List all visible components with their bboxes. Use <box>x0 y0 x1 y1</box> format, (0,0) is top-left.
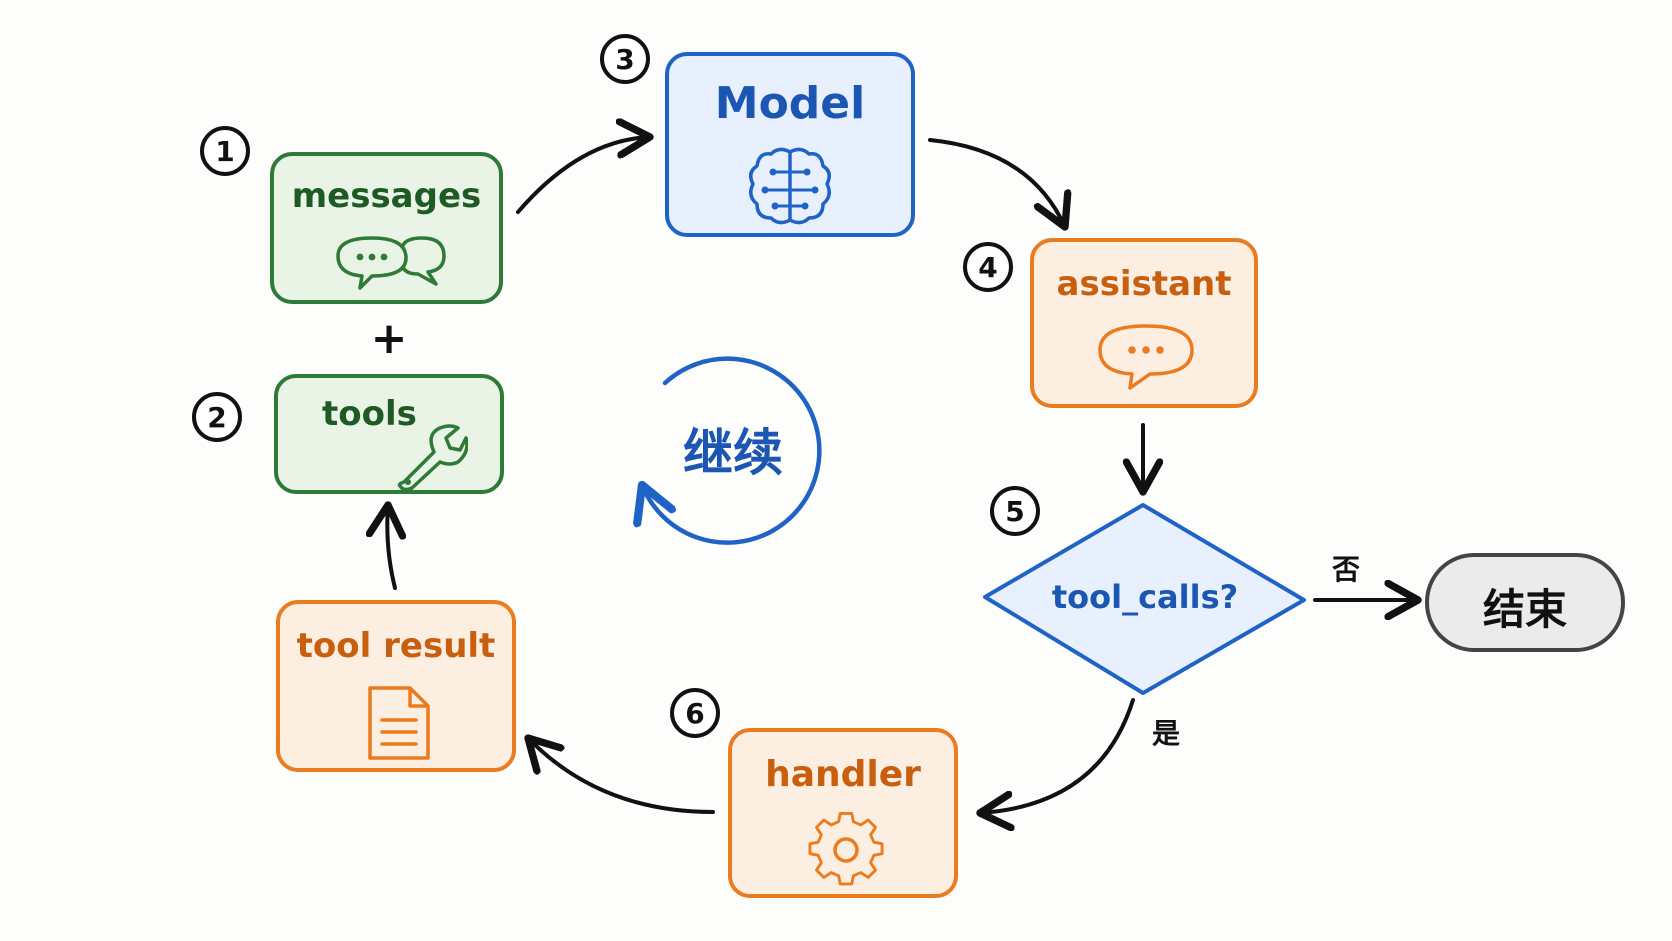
brain-icon <box>745 144 835 228</box>
messages-label: messages <box>291 176 482 216</box>
step-number-2: 2 <box>192 392 242 442</box>
gear-icon <box>804 808 888 892</box>
step-number-1: 1 <box>200 126 250 176</box>
step-number-3: 3 <box>600 34 650 84</box>
messages-node: messages <box>270 152 503 304</box>
model-label: Model <box>714 78 866 129</box>
tools-node: tools <box>274 374 504 494</box>
plus-sign: + <box>370 313 408 364</box>
end-terminal <box>1425 553 1625 652</box>
end-label: 结束 <box>1482 585 1567 634</box>
tools-label: tools <box>322 394 417 434</box>
step-number-4: 4 <box>963 242 1013 292</box>
tool-result-label: tool result <box>296 626 496 666</box>
handler-label: handler <box>765 754 921 795</box>
speech-bubble-icon <box>1094 322 1198 392</box>
tool-result-node: tool result <box>276 600 516 772</box>
edge-model-to-assistant <box>928 138 1065 227</box>
no-edge-label: 否 <box>1332 553 1361 586</box>
yes-edge-label: 是 <box>1152 717 1181 750</box>
chat-bubbles-icon <box>332 232 452 292</box>
loop-arrow <box>642 356 822 545</box>
edge-decision-to-handler <box>980 698 1135 813</box>
step-number-6: 6 <box>670 688 720 738</box>
handler-node: handler <box>728 728 958 898</box>
decision-label: tool_calls? <box>1051 578 1239 616</box>
assistant-node: assistant <box>1030 238 1258 408</box>
step-number-5: 5 <box>990 486 1040 536</box>
assistant-label: assistant <box>1056 264 1232 304</box>
loop-label: 继续 <box>683 424 783 482</box>
edge-tool-result-to-tools <box>387 505 395 590</box>
wrench-icon <box>396 422 469 492</box>
edge-handler-to-tool-result <box>528 738 715 814</box>
decision-diamond <box>983 503 1306 695</box>
model-node: Model <box>665 52 915 237</box>
edge-messages-to-model <box>516 137 650 214</box>
document-icon <box>364 684 434 764</box>
